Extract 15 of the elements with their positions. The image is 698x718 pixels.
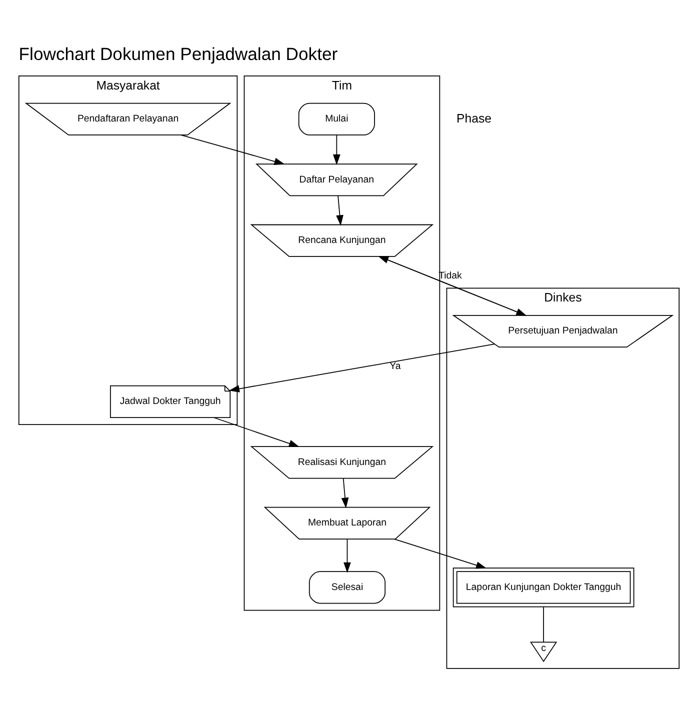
arrow bbox=[394, 538, 487, 569]
arrow bbox=[214, 417, 300, 448]
arrow bbox=[344, 538, 351, 573]
node-box: Mulai bbox=[298, 102, 375, 136]
node-box: Laporan Kunjungan Dokter Tangguh bbox=[452, 568, 634, 608]
node-box: Selesai bbox=[308, 571, 386, 604]
arrow bbox=[332, 134, 340, 165]
arrow bbox=[180, 134, 285, 166]
edge-label: Ya bbox=[390, 360, 401, 372]
arrow bbox=[336, 195, 344, 226]
arrow bbox=[228, 344, 495, 392]
connector bbox=[543, 606, 544, 643]
arrow bbox=[341, 478, 349, 508]
label: Phase bbox=[456, 111, 492, 126]
diagram-title: Flowchart Dokumen Penjadwalan Dokter bbox=[18, 44, 338, 64]
